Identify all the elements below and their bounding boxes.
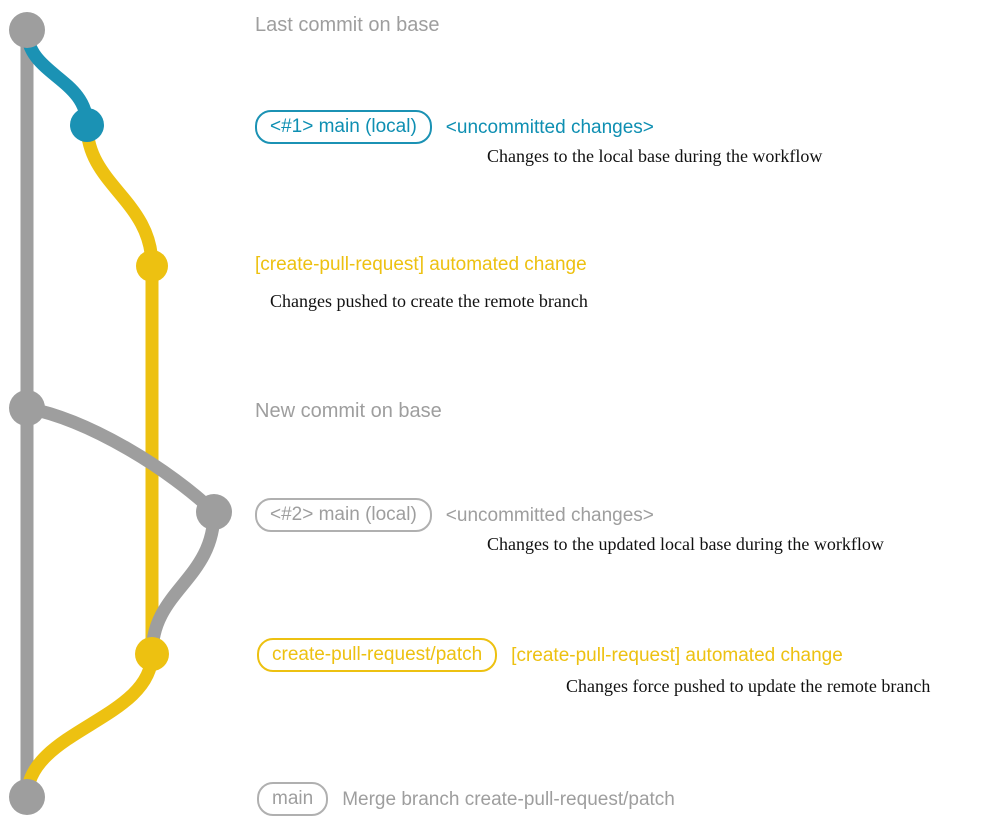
- edge-base-new-to-local-2: [20, 401, 221, 519]
- row-merge-commit: main Merge branch create-pull-request/pa…: [257, 782, 675, 816]
- node-merge-commit[interactable]: [9, 779, 45, 815]
- heading-new-commit-on-base: New commit on base: [255, 400, 442, 422]
- badge-main[interactable]: main: [257, 782, 329, 816]
- badge-main-local-2[interactable]: <#2> main (local): [255, 498, 432, 532]
- node-local-2[interactable]: [196, 494, 232, 530]
- row-local-uncommitted-1: <#1> main (local) <uncommitted changes>: [255, 110, 654, 144]
- row-remote-automated-change-2: create-pull-request/patch [create-pull-r…: [257, 638, 843, 672]
- badge-main-local-1[interactable]: <#1> main (local): [255, 110, 432, 144]
- subject-merge-branch: Merge branch create-pull-request/patch: [342, 788, 675, 810]
- node-remote-1[interactable]: [136, 250, 168, 282]
- edge-local-2-to-remote-2: [145, 505, 221, 661]
- subject-automated-change-1: [create-pull-request] automated change: [255, 254, 587, 275]
- node-local-1[interactable]: [70, 108, 104, 142]
- note-remote-automated-change-1: Changes pushed to create the remote bran…: [270, 291, 588, 311]
- subject-automated-change-2: [create-pull-request] automated change: [511, 644, 843, 666]
- row-remote-automated-change-1: [create-pull-request] automated change: [255, 255, 587, 274]
- node-remote-2[interactable]: [135, 637, 169, 671]
- edge-remote-2-to-merge: [20, 647, 159, 804]
- note-remote-automated-change-2: Changes force pushed to update the remot…: [566, 676, 931, 696]
- badge-create-pull-request-patch[interactable]: create-pull-request/patch: [257, 638, 498, 672]
- subject-uncommitted-changes-1: <uncommitted changes>: [445, 116, 654, 138]
- row-local-uncommitted-2: <#2> main (local) <uncommitted changes>: [255, 498, 654, 532]
- note-local-uncommitted-1: Changes to the local base during the wor…: [487, 146, 823, 166]
- subject-uncommitted-changes-2: <uncommitted changes>: [445, 504, 654, 526]
- node-base-head[interactable]: [9, 12, 45, 48]
- heading-last-commit-on-base: Last commit on base: [255, 14, 440, 36]
- edge-local-1-to-remote-1: [80, 118, 159, 273]
- node-base-new[interactable]: [9, 390, 45, 426]
- note-local-uncommitted-2: Changes to the updated local base during…: [487, 534, 884, 554]
